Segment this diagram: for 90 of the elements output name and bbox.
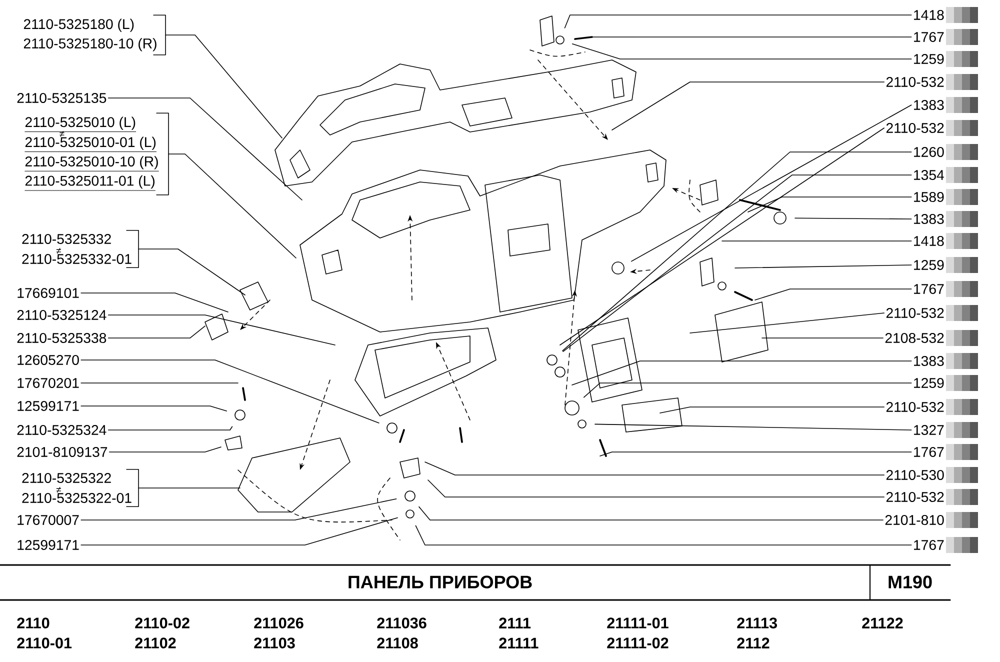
model-code: 2112 (737, 638, 770, 648)
part-number: 1418 (914, 236, 944, 246)
model-code: 2110-02 (135, 618, 190, 628)
part-number: 17670007 (18, 515, 79, 526)
leader-line (108, 426, 233, 430)
model-code: 21103 (254, 638, 295, 648)
leader-line (690, 312, 885, 334)
part-number: 2110-5325180 (L) 2110-5325180-10 (R) (24, 18, 156, 52)
leader-line (722, 240, 912, 242)
leader-line (80, 498, 397, 520)
leader-line (572, 44, 912, 60)
part-number: 1259 (914, 54, 944, 64)
model-code: 21113 (737, 618, 777, 628)
part-number: 12599171 (18, 540, 79, 550)
part-number: 1259 (914, 260, 944, 270)
model-code: 2111 (499, 618, 531, 628)
leader-line (428, 480, 885, 498)
leader-line (584, 382, 912, 398)
leader-line (165, 34, 282, 138)
leader-line (168, 154, 296, 258)
part-number: 1767 (914, 284, 944, 294)
model-code: 2110-01 (17, 638, 72, 648)
part-number: 2110-5325322 ≠ 2110-5325322-01 (22, 473, 132, 504)
leader-line (564, 14, 912, 28)
table-title: ПАНЕЛЬ ПРИБОРОВ (348, 576, 532, 588)
leader-line (80, 406, 227, 412)
part-number: 2110-532 (886, 123, 944, 134)
part-number: 17670201 (18, 378, 79, 388)
leader-line (80, 292, 228, 312)
leader-line (631, 104, 912, 262)
leader-line (108, 314, 336, 346)
leader-line (80, 517, 398, 546)
part-number: 1259 (914, 378, 944, 388)
leader-line (415, 525, 912, 546)
part-number: 2110-530 (886, 470, 944, 480)
part-number: 1767 (914, 540, 944, 550)
part-number: 17669101 (18, 288, 79, 298)
part-number: 1589 (914, 192, 944, 202)
model-code: 21111-01 (607, 618, 668, 628)
model-code: 211026 (254, 618, 304, 628)
leader-line (560, 128, 885, 346)
part-number: 1767 (914, 447, 944, 458)
part-number: 2110-5325332 ≠ 2110-5325332-01 (22, 234, 132, 264)
model-code: 211036 (377, 618, 426, 628)
leader-line (138, 248, 246, 296)
model-code: 21102 (135, 638, 176, 648)
leader-line (418, 506, 884, 520)
part-number: 2110-5325135 (17, 93, 106, 104)
part-number: 12605270 (18, 355, 79, 366)
part-number: 1383 (914, 100, 944, 110)
leader-line (424, 462, 885, 476)
model-code: 21122 (862, 618, 903, 628)
part-number: 2110-5325124 (17, 310, 106, 320)
model-code: 21111 (499, 638, 538, 648)
part-number: 2101-810 (885, 515, 944, 526)
leader-line (80, 360, 380, 424)
leader-line (600, 452, 912, 456)
leader-line (794, 218, 912, 220)
part-number: 2110-5325338 (17, 333, 106, 344)
model-code: 2110 (17, 618, 50, 628)
part-number: 2110-5325324 (17, 425, 106, 436)
leader-line (572, 360, 912, 386)
model-code: 21108 (377, 638, 418, 648)
part-number: 2110-532 (886, 308, 944, 318)
part-number: 1767 (914, 32, 944, 42)
model-code: 21111-02 (607, 638, 668, 648)
part-number: 2108-532 (885, 333, 944, 344)
leader-line (748, 196, 912, 212)
part-number: 2110-532 (886, 77, 944, 88)
part-number: 2110-532 (886, 492, 944, 502)
part-number: 1383 (914, 356, 944, 366)
part-number: 2101-8109137 (17, 447, 108, 458)
leader-line (754, 288, 912, 300)
leader-line (80, 382, 238, 384)
leader-line (108, 98, 302, 200)
leader-line (660, 406, 885, 414)
part-number: 2110-532 (886, 402, 944, 412)
leader-line (734, 264, 912, 268)
part-number: 1327 (914, 425, 944, 436)
leader-line (108, 326, 206, 338)
leader-line (108, 446, 222, 452)
part-number: 1383 (914, 214, 944, 224)
part-number: 1354 (914, 170, 944, 180)
leader-line (592, 36, 912, 38)
leader-line (594, 424, 912, 430)
part-number: 12599171 (18, 401, 79, 412)
leader-line (612, 82, 885, 130)
table-code: M190 (888, 576, 932, 588)
part-number: 1418 (914, 10, 944, 20)
part-number: 1260 (914, 147, 944, 158)
